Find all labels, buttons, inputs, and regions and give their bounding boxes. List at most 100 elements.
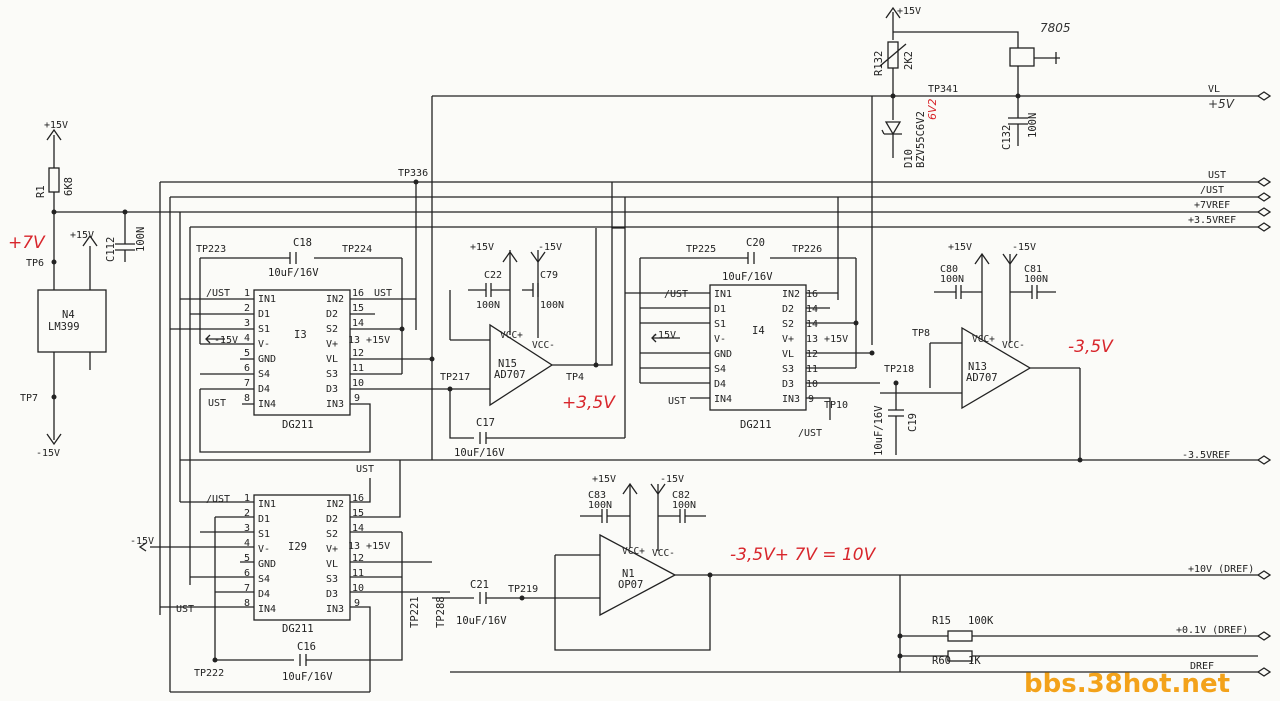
svg-text:9: 9	[808, 394, 814, 405]
svg-text:4: 4	[244, 333, 250, 344]
svg-text:VCC-: VCC-	[1002, 340, 1025, 351]
svg-text:100N: 100N	[1027, 113, 1039, 138]
svg-text:16: 16	[806, 289, 818, 300]
watermark: bbs.38hot.net	[1024, 669, 1230, 699]
svg-text:LM399: LM399	[48, 321, 80, 333]
svg-text:I3: I3	[294, 329, 307, 341]
svg-text:7805: 7805	[1040, 21, 1071, 35]
svg-text:C132: C132	[1001, 125, 1013, 150]
svg-text:IN3: IN3	[326, 604, 344, 615]
svg-text:IN4: IN4	[258, 604, 276, 615]
svg-text:10uF/16V: 10uF/16V	[282, 671, 333, 683]
svg-text:+15V: +15V	[70, 230, 94, 241]
svg-text:C21: C21	[470, 579, 489, 591]
svg-text:14: 14	[352, 318, 364, 329]
svg-text:V+: V+	[326, 544, 338, 555]
svg-text:D10: D10	[903, 149, 915, 168]
svg-text:2: 2	[244, 508, 250, 519]
svg-text:+15V: +15V	[470, 242, 494, 253]
svg-text:/UST: /UST	[798, 428, 822, 439]
svg-text:TP219: TP219	[508, 584, 538, 595]
svg-text:R60: R60	[932, 655, 951, 667]
svg-text:TP336: TP336	[398, 168, 428, 179]
svg-text:D4: D4	[258, 589, 270, 600]
opamp-n13-ad707: N13 AD707 +15V -15V C80 100N C81 100N TP…	[873, 242, 1114, 456]
svg-text:C112: C112	[105, 237, 117, 262]
svg-text:D2: D2	[326, 514, 338, 525]
svg-text:IN4: IN4	[714, 394, 732, 405]
svg-text:1K: 1K	[968, 655, 981, 667]
svg-text:+3.5VREF: +3.5VREF	[1188, 215, 1236, 226]
svg-text:14: 14	[352, 523, 364, 534]
svg-text:IN1: IN1	[258, 499, 276, 510]
resistor-r1	[48, 167, 60, 193]
svg-text:IN3: IN3	[326, 399, 344, 410]
svg-text:TP221: TP221	[409, 596, 421, 628]
ic-i29-dg211: I29 DG211 IN1 D1 S1 V- GND S4 D4 IN4 IN2…	[130, 460, 450, 693]
svg-text:VL: VL	[1208, 84, 1220, 95]
svg-text:6: 6	[244, 568, 250, 579]
svg-text:DREF: DREF	[1190, 661, 1214, 672]
svg-text:11: 11	[806, 364, 818, 375]
svg-text:DG211: DG211	[282, 623, 314, 635]
svg-text:S3: S3	[326, 369, 338, 380]
svg-text:TP4: TP4	[566, 372, 584, 383]
svg-text:IN3: IN3	[782, 394, 800, 405]
svg-text:VCC-: VCC-	[652, 548, 675, 559]
svg-text:+3,5V: +3,5V	[562, 393, 616, 413]
svg-text:10uF/16V: 10uF/16V	[268, 267, 319, 279]
svg-text:7: 7	[244, 378, 250, 389]
svg-text:VCC-: VCC-	[532, 340, 555, 351]
svg-text:VL: VL	[326, 354, 338, 365]
svg-text:3: 3	[244, 318, 250, 329]
svg-text:TP341: TP341	[928, 84, 958, 95]
svg-text:-3.5VREF: -3.5VREF	[1182, 450, 1230, 461]
svg-text:VCC+: VCC+	[622, 546, 645, 557]
svg-text:TP225: TP225	[686, 244, 716, 255]
svg-text:VL: VL	[326, 559, 338, 570]
svg-text:AD707: AD707	[966, 372, 998, 384]
svg-text:UST: UST	[356, 464, 374, 475]
svg-text:/UST: /UST	[664, 289, 688, 300]
svg-text:C17: C17	[476, 417, 495, 429]
svg-text:8: 8	[244, 598, 250, 609]
svg-text:S2: S2	[782, 319, 794, 330]
svg-text:10uF/16V: 10uF/16V	[456, 615, 507, 627]
svg-text:-3,5V: -3,5V	[1068, 337, 1114, 357]
svg-text:11: 11	[352, 363, 364, 374]
svg-text:R15: R15	[932, 615, 951, 627]
svg-text:N13: N13	[968, 361, 987, 373]
svg-text:7: 7	[244, 583, 250, 594]
svg-text:/UST: /UST	[206, 288, 230, 299]
svg-text:S1: S1	[258, 529, 270, 540]
svg-text:13 +15V: 13 +15V	[348, 335, 390, 346]
svg-text:C20: C20	[746, 237, 765, 249]
svg-text:IN2: IN2	[326, 294, 344, 305]
svg-text:-15V: -15V	[652, 330, 676, 341]
svg-text:VCC+: VCC+	[500, 330, 523, 341]
svg-text:S4: S4	[258, 369, 270, 380]
svg-text:D1: D1	[258, 309, 270, 320]
svg-text:/UST: /UST	[206, 494, 230, 505]
svg-text:IN1: IN1	[258, 294, 276, 305]
svg-text:UST: UST	[374, 288, 392, 299]
svg-text:16: 16	[352, 493, 364, 504]
svg-text:C18: C18	[293, 237, 312, 249]
svg-text:10uF/16V: 10uF/16V	[722, 271, 773, 283]
svg-text:C19: C19	[907, 413, 919, 432]
svg-text:2: 2	[244, 303, 250, 314]
svg-text:12: 12	[806, 349, 818, 360]
svg-text:14: 14	[806, 319, 818, 330]
svg-text:V-: V-	[714, 334, 726, 345]
svg-text:N4: N4	[62, 309, 75, 321]
svg-text:6V2: 6V2	[926, 98, 939, 120]
svg-text:D2: D2	[326, 309, 338, 320]
svg-text:10: 10	[352, 378, 364, 389]
svg-text:9: 9	[354, 393, 360, 404]
svg-text:V+: V+	[782, 334, 794, 345]
svg-text:6: 6	[244, 363, 250, 374]
svg-text:9: 9	[354, 598, 360, 609]
svg-text:-15V: -15V	[130, 536, 154, 547]
svg-text:DG211: DG211	[740, 419, 772, 431]
